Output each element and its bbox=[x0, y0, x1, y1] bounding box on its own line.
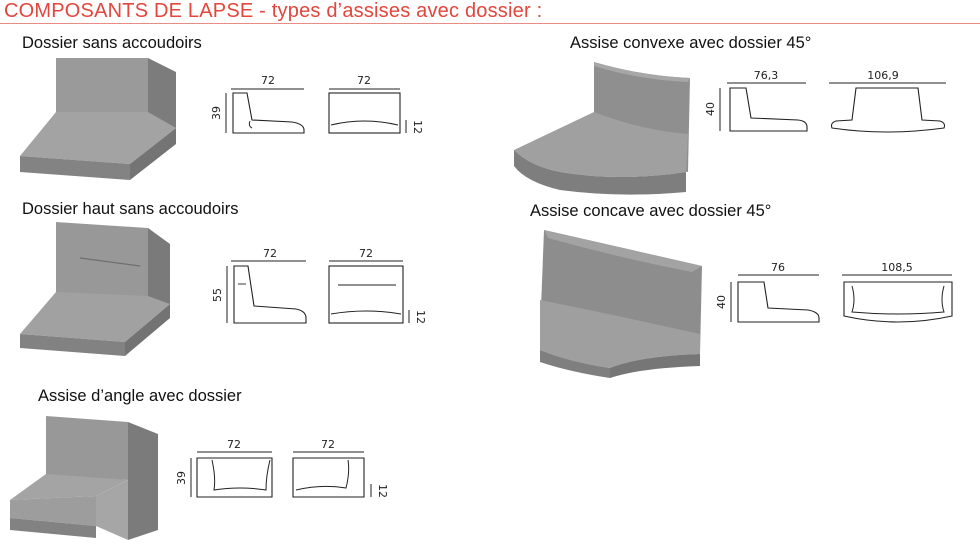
dimension-drawing-assise-concave: 76 40 108,5 bbox=[715, 261, 953, 323]
svg-text:72: 72 bbox=[321, 438, 335, 451]
product-image-dossier-sans-accoudoirs bbox=[20, 58, 176, 180]
svg-text:76,3: 76,3 bbox=[754, 69, 779, 82]
item-label-assise-angle-avec-dossier: Assise d’angle avec dossier bbox=[38, 387, 242, 405]
dim-seat-height: 12 bbox=[411, 120, 424, 134]
product-image-assise-concave bbox=[540, 230, 702, 378]
page-title: COMPOSANTS DE LAPSE - types d’assises av… bbox=[4, 0, 543, 22]
svg-text:12: 12 bbox=[376, 484, 389, 498]
svg-text:72: 72 bbox=[263, 247, 277, 260]
item-label-assise-concave-dossier-45: Assise concave avec dossier 45° bbox=[530, 202, 772, 220]
svg-text:76: 76 bbox=[771, 261, 785, 274]
svg-text:106,9: 106,9 bbox=[867, 69, 899, 82]
dimension-drawing-assise-convexe: 76,3 40 106,9 bbox=[704, 69, 946, 133]
item-label-dossier-haut-sans-accoudoirs: Dossier haut sans accoudoirs bbox=[22, 200, 239, 218]
svg-text:12: 12 bbox=[414, 310, 427, 324]
svg-text:40: 40 bbox=[704, 102, 717, 116]
product-image-assise-angle-avec-dossier bbox=[10, 416, 158, 540]
dim-width-front: 72 bbox=[357, 74, 371, 87]
dim-width-side: 72 bbox=[261, 74, 275, 87]
svg-text:39: 39 bbox=[175, 471, 188, 485]
product-image-dossier-haut-sans-accoudoirs bbox=[20, 222, 170, 356]
svg-text:108,5: 108,5 bbox=[881, 261, 913, 274]
dimension-drawing-dossier-haut-sans-accoudoirs: 72 55 72 12 bbox=[211, 247, 427, 324]
dimension-drawing-dossier-sans-accoudoirs: 72 39 72 12 bbox=[210, 74, 424, 134]
svg-text:72: 72 bbox=[359, 247, 373, 260]
svg-text:72: 72 bbox=[227, 438, 241, 451]
item-label-dossier-sans-accoudoirs: Dossier sans accoudoirs bbox=[22, 34, 202, 52]
product-image-assise-convexe bbox=[514, 62, 690, 195]
dim-height: 39 bbox=[210, 106, 223, 120]
dimension-drawing-assise-angle-avec-dossier: 72 39 72 12 bbox=[175, 438, 389, 498]
svg-text:40: 40 bbox=[715, 295, 728, 309]
svg-text:55: 55 bbox=[211, 288, 224, 302]
item-label-assise-convexe-dossier-45: Assise convexe avec dossier 45° bbox=[570, 34, 812, 52]
title-underline bbox=[0, 23, 980, 24]
